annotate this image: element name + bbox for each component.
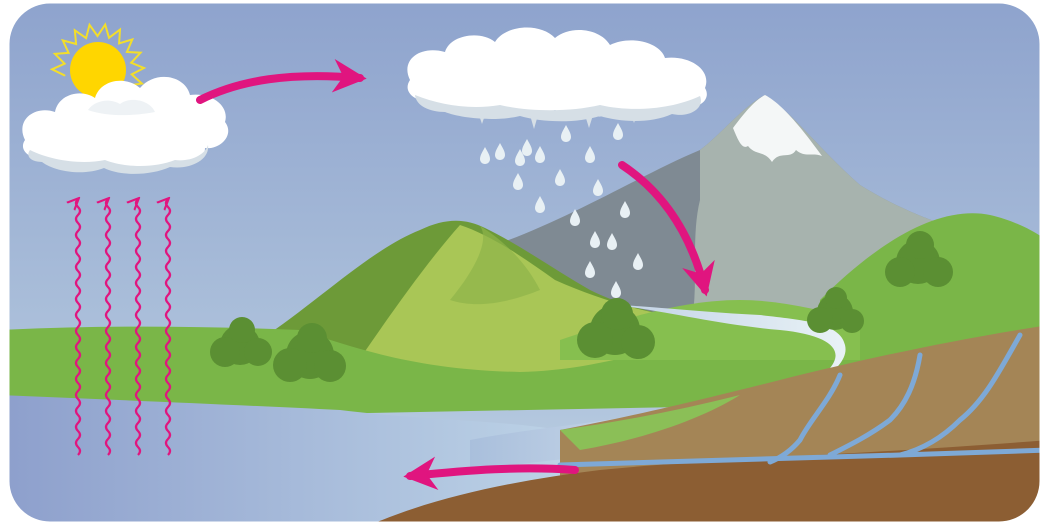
diagram-frame [0, 0, 1049, 525]
water-cycle-diagram [0, 0, 1049, 525]
